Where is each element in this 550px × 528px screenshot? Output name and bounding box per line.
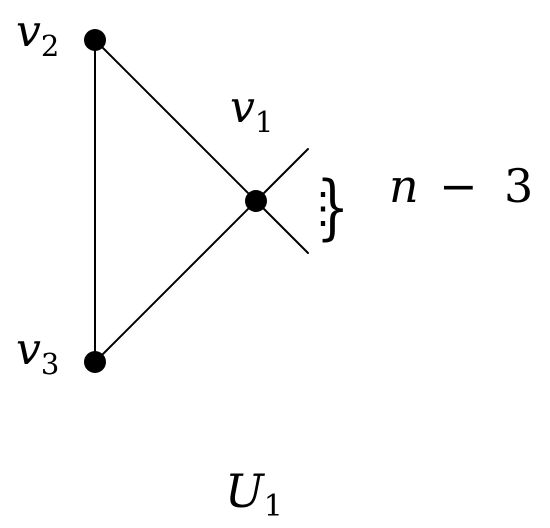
brace-mark: } xyxy=(316,167,349,248)
vertex-v2 xyxy=(84,29,106,51)
edge-v2-v1 xyxy=(94,39,257,202)
ellipsis-mark: ⋮ xyxy=(302,183,344,232)
pendant-edge-upper xyxy=(255,148,309,202)
vertex-label-v1: v1 xyxy=(230,82,273,139)
pendant-edge-lower xyxy=(255,200,309,254)
vertex-label-v2: v2 xyxy=(16,6,59,63)
vertex-label-v3: v3 xyxy=(16,324,59,381)
graph-caption: U1 xyxy=(225,464,283,524)
pendant-count-label: n − 3 xyxy=(389,159,533,213)
vertex-v1 xyxy=(245,190,267,212)
edge-v3-v1 xyxy=(94,200,257,363)
vertex-v3 xyxy=(84,351,106,373)
